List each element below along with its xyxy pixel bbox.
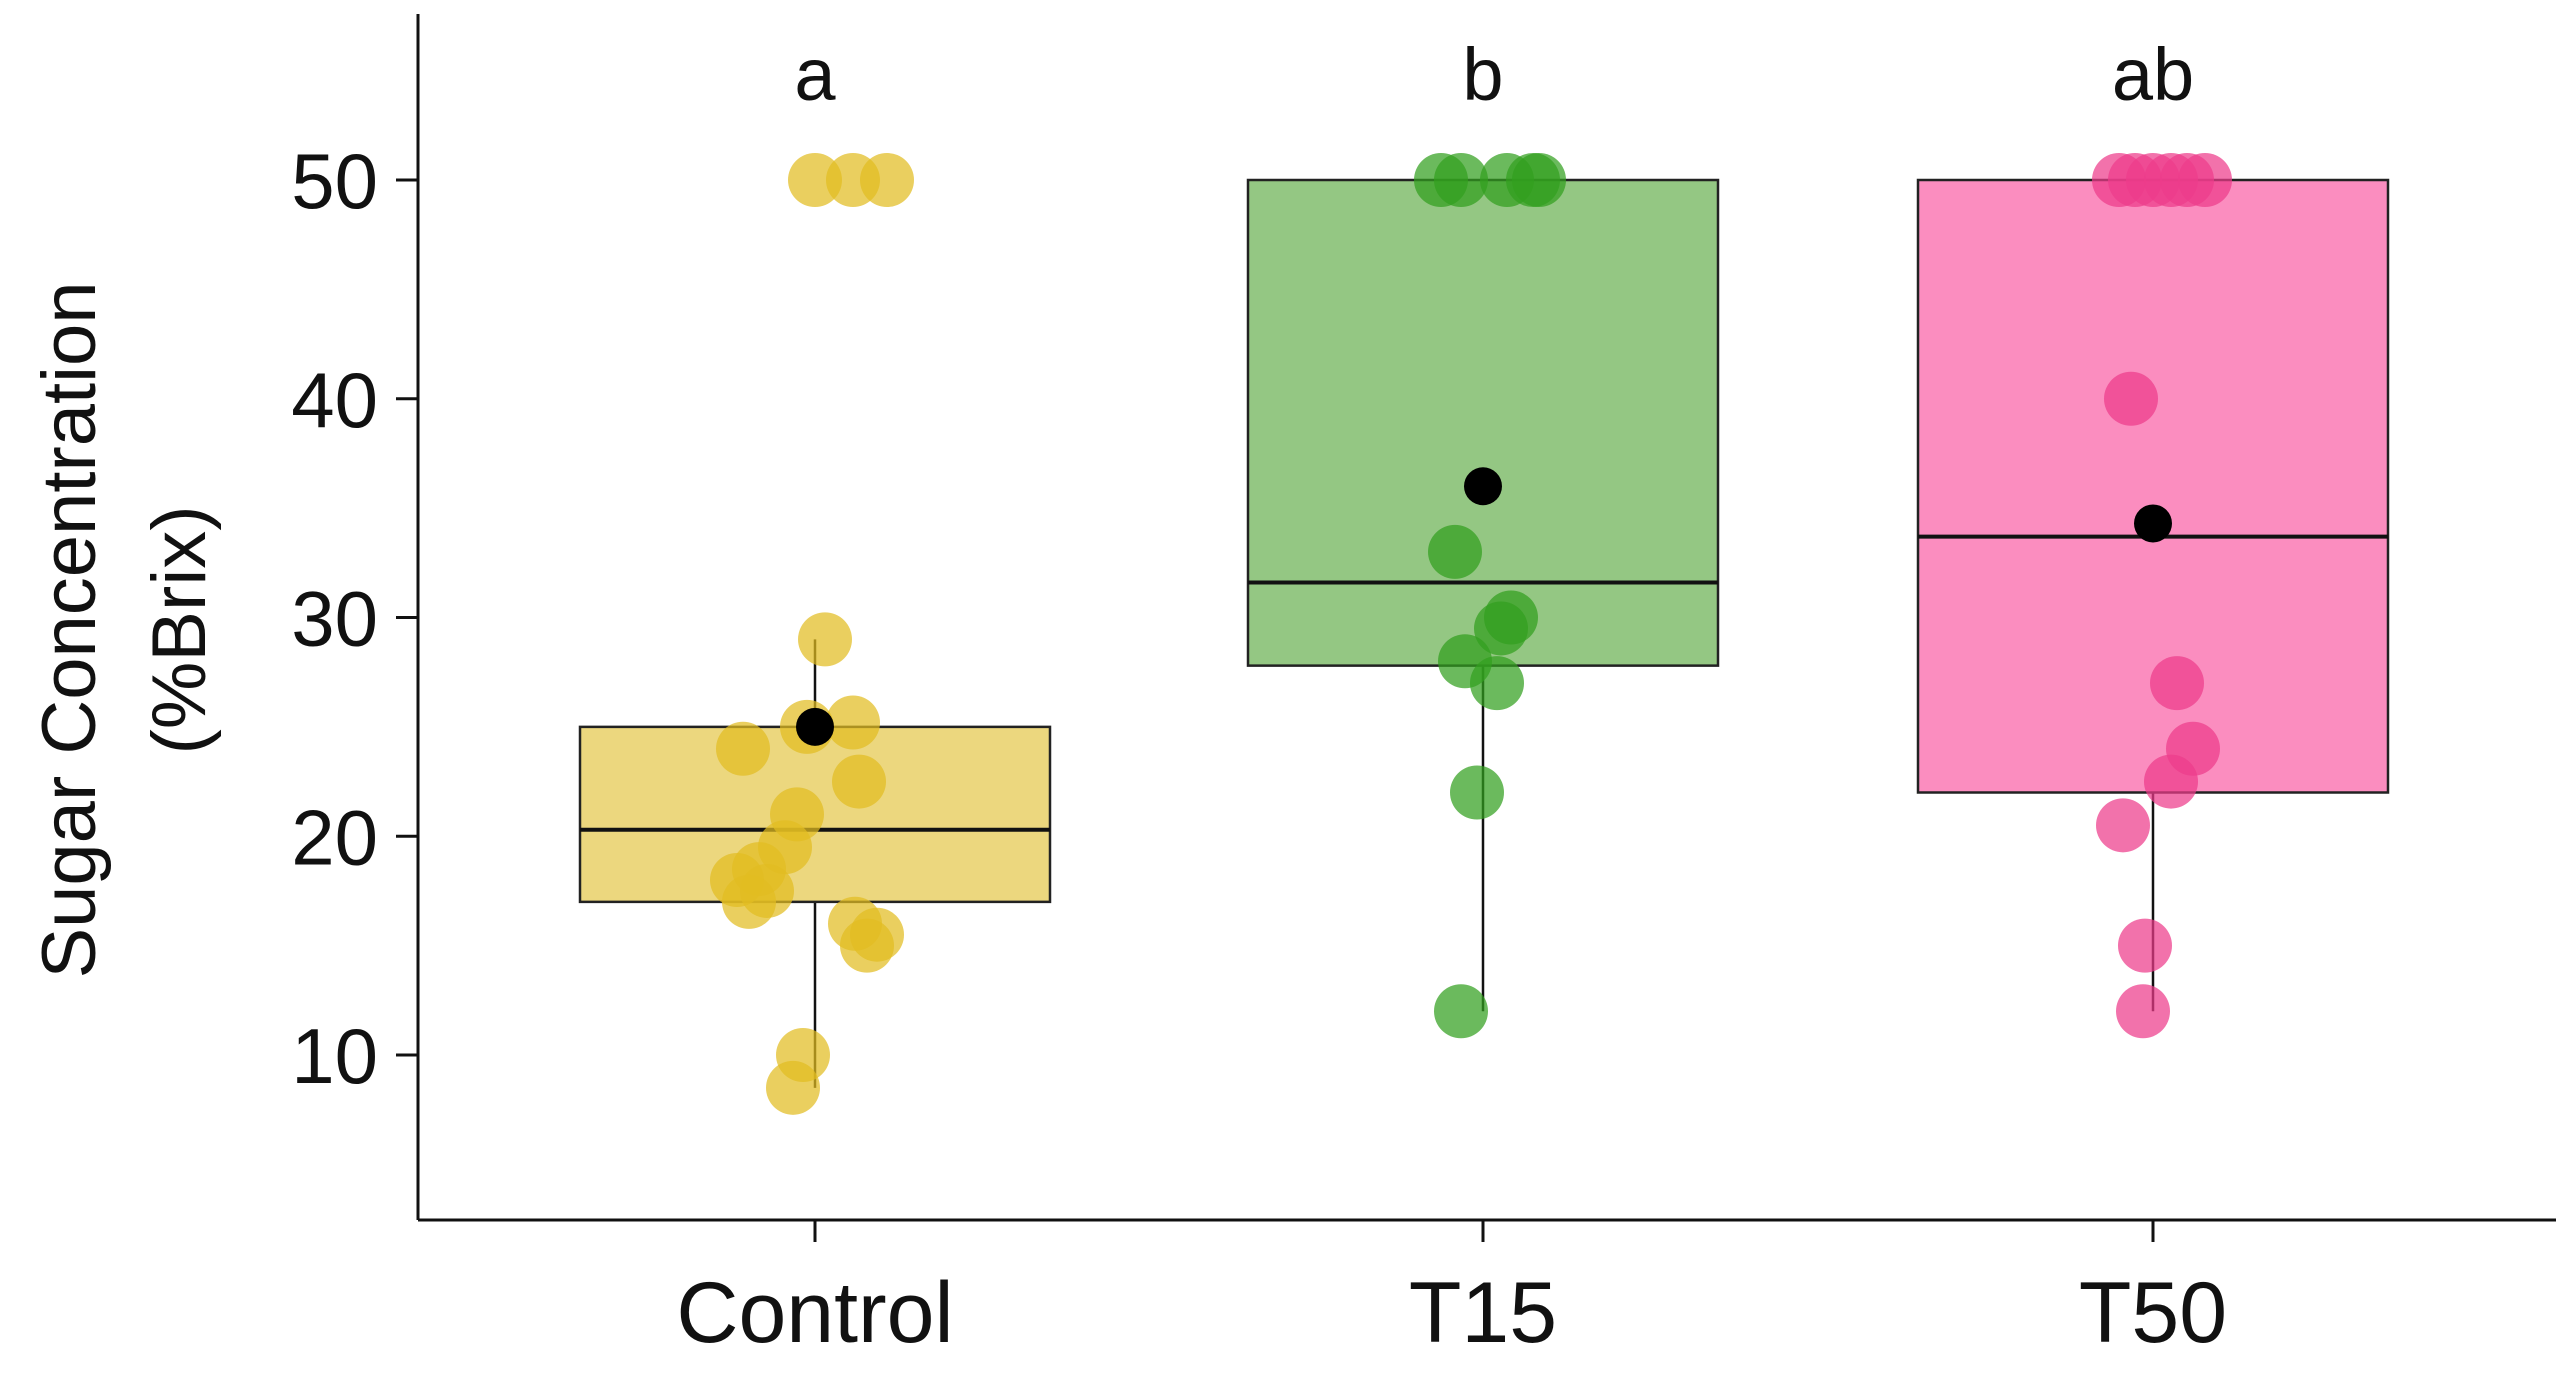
significance-label-t50: ab bbox=[2112, 33, 2194, 116]
data-point-control bbox=[722, 874, 776, 929]
data-point-control bbox=[826, 695, 880, 750]
data-point-control bbox=[840, 918, 894, 973]
y-tick-label-50: 50 bbox=[291, 137, 378, 225]
data-point-t50 bbox=[2144, 754, 2198, 809]
data-point-control bbox=[766, 1060, 820, 1115]
mean-marker-t15 bbox=[1464, 467, 1502, 506]
data-point-t50 bbox=[2118, 918, 2172, 973]
y-axis-title-line-2: (%Brix) bbox=[137, 505, 222, 754]
data-point-control bbox=[860, 153, 914, 207]
mean-marker-control bbox=[796, 707, 834, 746]
data-point-t15 bbox=[1428, 524, 1482, 579]
data-point-t15 bbox=[1434, 984, 1488, 1039]
y-tick-label-10: 10 bbox=[291, 1012, 378, 1100]
data-point-t50 bbox=[2116, 984, 2170, 1039]
y-axis-title: Sugar Concentration (%Brix) bbox=[27, 281, 222, 978]
data-point-control bbox=[716, 721, 770, 776]
y-tick-label-20: 20 bbox=[291, 793, 378, 881]
data-point-t50 bbox=[2150, 656, 2204, 711]
data-point-control bbox=[788, 153, 842, 207]
significance-label-t15: b bbox=[1462, 33, 1503, 116]
data-point-control bbox=[832, 754, 886, 809]
x-tick-label-t15: T15 bbox=[1409, 1265, 1557, 1361]
data-point-t15 bbox=[1470, 656, 1524, 711]
data-point-t15 bbox=[1512, 153, 1566, 207]
y-tick-label-40: 40 bbox=[291, 356, 378, 444]
data-point-control bbox=[798, 612, 852, 667]
data-point-t50 bbox=[2096, 798, 2150, 853]
x-tick-label-control: Control bbox=[676, 1265, 953, 1361]
box-t50 bbox=[1916, 178, 2390, 794]
y-tick-label-30: 30 bbox=[291, 575, 378, 663]
significance-label-control: a bbox=[794, 33, 836, 116]
mean-marker-t50 bbox=[2134, 504, 2172, 543]
data-point-t15 bbox=[1474, 601, 1528, 656]
box-t15 bbox=[1246, 178, 1720, 667]
data-point-t50 bbox=[2104, 371, 2158, 426]
x-tick-label-t50: T50 bbox=[2079, 1265, 2227, 1361]
data-point-t15 bbox=[1434, 153, 1488, 207]
data-point-t15 bbox=[1450, 765, 1504, 820]
data-point-t50 bbox=[2178, 153, 2232, 207]
y-axis-title-line-1: Sugar Concentration bbox=[27, 281, 112, 978]
